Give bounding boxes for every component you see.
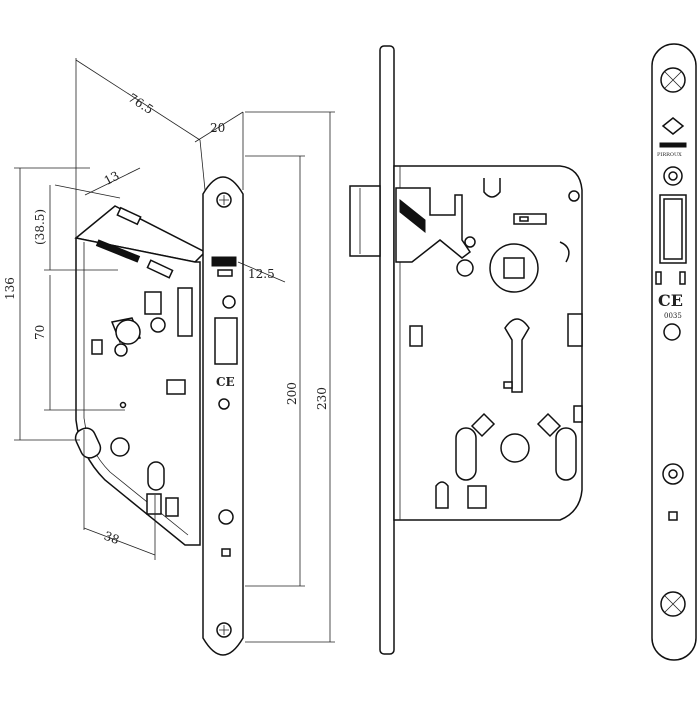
dim-bolt-width: 12.5	[248, 267, 275, 281]
dim-spacing-38: 38	[102, 529, 121, 547]
screw-top-x	[664, 71, 682, 89]
latch-bolt-side	[349, 185, 381, 257]
faceplate-small-square	[221, 548, 231, 557]
bracket-lower-left	[146, 493, 162, 515]
ce-mark: CE	[658, 291, 683, 310]
u-bracket-top	[483, 178, 501, 198]
screw-top-cross	[219, 195, 229, 205]
small-slot-b	[679, 271, 686, 285]
diamond-right	[536, 412, 562, 438]
faceplate-indicator	[222, 295, 236, 309]
small-hole-a	[464, 236, 476, 248]
small-hole-b	[456, 259, 474, 277]
faceplate-outline	[651, 43, 697, 661]
small-bracket-left	[409, 325, 423, 347]
side-case	[393, 165, 583, 521]
bracket	[144, 291, 162, 315]
cert-emblem	[663, 323, 681, 341]
u-bracket-bottom-left	[435, 481, 449, 509]
bracket-lower-right	[165, 497, 179, 517]
latch-spring-side	[399, 198, 426, 234]
dimension-lines	[14, 58, 335, 643]
pin-hole	[119, 401, 127, 409]
cylinder-hole-side	[500, 433, 530, 463]
latch-mechanism	[395, 187, 472, 263]
spindle-square-side	[503, 257, 525, 279]
faceplate-emblem-perspective	[218, 398, 230, 410]
cert-code: 0035	[664, 312, 682, 320]
dim-offset: 13	[102, 168, 122, 188]
latch-bolt-tip	[211, 256, 237, 267]
latch-spring	[95, 239, 141, 263]
bracket-bottom-right	[467, 485, 487, 509]
spindle-hub	[115, 319, 141, 345]
faceplate-screw-middle	[218, 509, 234, 525]
hole-small	[114, 343, 128, 357]
square-cutout	[166, 379, 186, 395]
side-faceplate	[379, 45, 395, 655]
small-slot-left	[91, 339, 103, 355]
dim-depth: 76.5	[126, 91, 156, 117]
faceplate-view: PIRROUX CE 0035	[651, 43, 697, 661]
perspective-view: CE	[74, 176, 244, 656]
lock-body-face	[75, 237, 201, 546]
dim-height-230: 230	[315, 387, 329, 410]
rim-hole-top	[568, 190, 580, 202]
latch-bolt-window	[214, 317, 238, 365]
faceplate-slot-top	[217, 269, 233, 277]
dim-faceplate-width: 20	[210, 121, 225, 135]
side-tab	[567, 313, 583, 347]
dimension-labels: 76.5 20 13 (38.5) 136 70 12.5 200 230 38	[3, 91, 329, 547]
logo-diamond	[661, 117, 685, 135]
oval-slot-right	[147, 461, 165, 491]
keyhole-round	[110, 437, 130, 457]
diamond-left	[470, 412, 496, 438]
dim-backset: (38.5)	[33, 209, 47, 245]
screw-bottom-x	[664, 595, 682, 613]
faceplate-ce-perspective: CE	[216, 375, 235, 389]
dim-height-200: 200	[285, 382, 299, 405]
slot-top	[146, 259, 174, 279]
small-slot-a	[655, 271, 662, 285]
dim-center-distance: 70	[33, 325, 47, 340]
oval-slot-side-left	[455, 427, 477, 481]
oval-slot-side-right	[555, 427, 577, 481]
side-view	[349, 45, 583, 655]
screw-bottom-cross	[219, 625, 229, 635]
logo-text: PIRROUX	[657, 152, 682, 158]
screw-hole-upper	[150, 317, 166, 333]
arc-detail	[559, 241, 570, 263]
dim-height-136: 136	[3, 277, 17, 300]
faceplate-front	[202, 176, 244, 656]
small-square	[668, 511, 678, 521]
latch-housing	[177, 287, 193, 337]
hook-slot	[116, 206, 142, 226]
logo-bar	[659, 142, 687, 148]
oval-slot-left	[74, 427, 102, 459]
keyhole-side	[504, 318, 530, 393]
slot-side-top	[513, 213, 547, 225]
